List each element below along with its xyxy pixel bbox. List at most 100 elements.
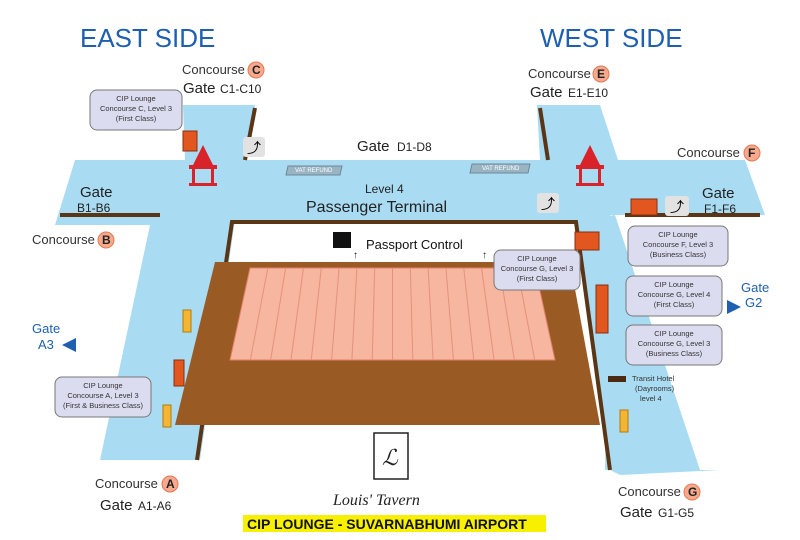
svg-text:Gate: Gate [620, 504, 653, 521]
svg-text:Concourse: Concourse [32, 232, 95, 247]
lounge-g4-block [595, 284, 609, 334]
svg-text:B: B [102, 233, 111, 247]
transit-hotel: Transit Hotel (Dayrooms) level 4 [608, 374, 675, 403]
svg-text:CIP Lounge: CIP Lounge [116, 94, 155, 103]
lounge-a-block [173, 359, 185, 387]
svg-text:Concourse G, Level 4: Concourse G, Level 4 [638, 290, 711, 299]
west-side-heading: WEST SIDE [540, 23, 683, 53]
svg-text:⤴: ⤴ [670, 199, 684, 215]
gate-block [182, 309, 192, 333]
svg-text:↑: ↑ [353, 250, 358, 261]
svg-text:CIP Lounge: CIP Lounge [517, 254, 556, 263]
svg-text:Gate: Gate [100, 497, 133, 514]
svg-text:(Dayrooms): (Dayrooms) [635, 384, 675, 393]
svg-text:Concourse: Concourse [528, 66, 591, 81]
passport-control: ↑ Passport Control ↑ [333, 232, 487, 261]
svg-text:⤴: ⤴ [541, 196, 555, 212]
svg-text:CIP Lounge: CIP Lounge [654, 329, 693, 338]
escalator-icon: ⤴ [243, 137, 265, 157]
lounge-f-block [630, 198, 658, 216]
svg-text:Concourse: Concourse [182, 62, 245, 77]
svg-text:(First & Business Class): (First & Business Class) [63, 401, 144, 410]
svg-text:(First Class): (First Class) [517, 274, 558, 283]
svg-text:CIP Lounge: CIP Lounge [83, 381, 122, 390]
concourse-g-label: Concourse G Gate G1-G5 [618, 483, 701, 521]
svg-text:Concourse C, Level 3: Concourse C, Level 3 [100, 104, 172, 113]
svg-text:E1-E10: E1-E10 [568, 86, 608, 100]
passport-icon [333, 232, 351, 248]
vat-refund-west: VAT REFUND [469, 163, 531, 174]
svg-text:A3: A3 [38, 337, 54, 352]
gate-g2-marker: Gate G2 [727, 280, 769, 314]
svg-text:Passport Control: Passport Control [366, 237, 463, 252]
escalator-icon: ⤴ [665, 196, 689, 216]
svg-text:Gate: Gate [530, 84, 563, 101]
svg-text:(Business Class): (Business Class) [650, 250, 707, 259]
svg-text:VAT REFUND: VAT REFUND [482, 166, 520, 172]
svg-text:Concourse F, Level 3: Concourse F, Level 3 [643, 240, 713, 249]
bed-icon [608, 376, 626, 382]
vat-refund-east: VAT REFUND [285, 165, 343, 176]
svg-text:Concourse: Concourse [677, 145, 740, 160]
svg-text:Concourse: Concourse [95, 476, 158, 491]
footer-bg [243, 515, 546, 532]
svg-text:Concourse G, Level 3: Concourse G, Level 3 [638, 339, 711, 348]
svg-text:G1-G5: G1-G5 [658, 506, 694, 520]
svg-text:C1-C10: C1-C10 [220, 82, 262, 96]
escalator-icon: ⤴ [537, 193, 559, 213]
svg-text:F1-F6: F1-F6 [704, 202, 736, 216]
svg-text:Concourse G, Level 3: Concourse G, Level 3 [501, 264, 574, 273]
svg-text:(Business Class): (Business Class) [646, 349, 703, 358]
arrow-right-icon [727, 300, 741, 314]
svg-text:Concourse: Concourse [618, 484, 681, 499]
east-side-heading: EAST SIDE [80, 23, 215, 53]
svg-text:VAT REFUND: VAT REFUND [295, 168, 333, 174]
svg-text:↑: ↑ [482, 250, 487, 261]
svg-text:Transit Hotel: Transit Hotel [632, 374, 675, 383]
level-label: Level 4 [365, 182, 404, 196]
arrow-left-icon [62, 338, 76, 352]
svg-text:D1-D8: D1-D8 [397, 140, 432, 154]
louis-tavern-logo: ℒ Louis' Tavern [332, 432, 420, 509]
lounge-g3-first-block [574, 231, 600, 251]
svg-text:C: C [252, 63, 261, 77]
central-building [175, 262, 600, 425]
svg-text:(First Class): (First Class) [654, 300, 695, 309]
svg-text:Gate: Gate [183, 80, 216, 97]
svg-text:Concourse A, Level 3: Concourse A, Level 3 [67, 391, 138, 400]
svg-text:Louis' Tavern: Louis' Tavern [332, 492, 420, 509]
svg-text:B1-B6: B1-B6 [77, 201, 111, 215]
thai-pavilion-icon [576, 145, 604, 186]
concourse-b-label: Gate B1-B6 Concourse B [32, 184, 115, 249]
svg-text:level 4: level 4 [640, 394, 662, 403]
svg-text:A1-A6: A1-A6 [138, 499, 172, 513]
svg-text:CIP Lounge: CIP Lounge [658, 230, 697, 239]
footer-title: CIP LOUNGE - SUVARNABHUMI AIRPORT [247, 516, 527, 532]
svg-text:Gate: Gate [32, 321, 60, 336]
thai-pavilion-icon [189, 145, 217, 186]
gate-block [162, 404, 172, 428]
svg-text:ℒ: ℒ [382, 446, 399, 471]
svg-text:Gate: Gate [80, 184, 113, 201]
concourse-a-label: Concourse A Gate A1-A6 [95, 475, 179, 514]
svg-text:E: E [597, 67, 605, 81]
svg-text:Gate: Gate [702, 185, 735, 202]
concourse-c-label: Concourse C Gate C1-C10 [182, 61, 265, 97]
lounge-c-block [182, 130, 198, 152]
svg-text:⤴: ⤴ [247, 140, 261, 156]
svg-text:A: A [166, 477, 175, 491]
svg-text:CIP Lounge: CIP Lounge [654, 280, 693, 289]
svg-text:Gate: Gate [741, 280, 769, 295]
gate-block [619, 409, 629, 433]
svg-text:Gate: Gate [357, 138, 390, 155]
terminal-label: Passenger Terminal [306, 199, 447, 216]
concourse-f-label: Concourse F Gate F1-F6 [677, 144, 761, 216]
svg-text:G: G [688, 485, 697, 499]
